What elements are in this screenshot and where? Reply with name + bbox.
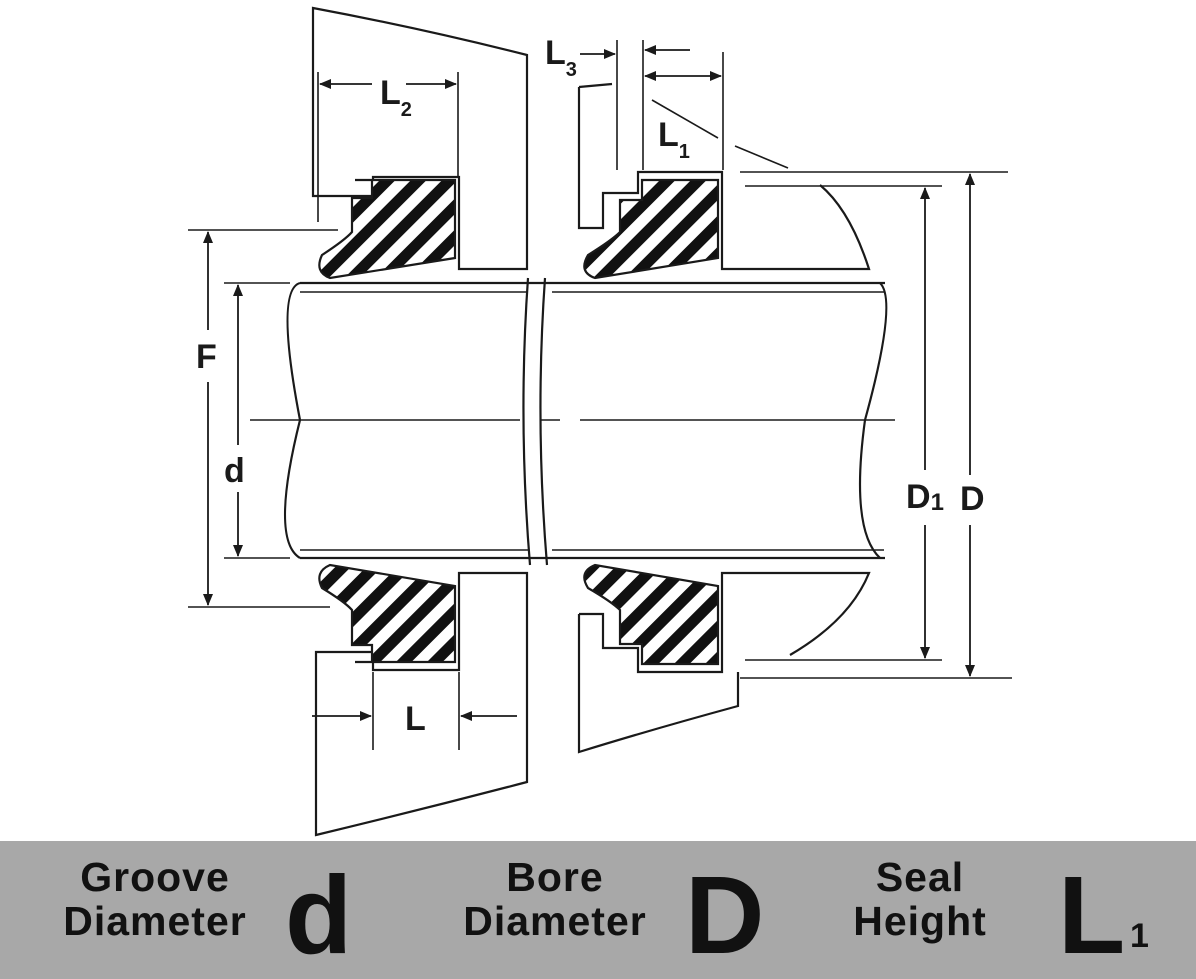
legend-groove-symbol: d: [285, 854, 353, 977]
legend-seal-height: Seal Height L 1: [800, 841, 1196, 979]
legend-groove-text: Groove Diameter: [63, 854, 247, 944]
right-seal-top: [583, 178, 720, 280]
right-housing-top-gland: [577, 82, 871, 271]
left-housing-top: [311, 6, 529, 271]
legend-groove-diameter: Groove Diameter d: [0, 841, 400, 979]
legend-bore-symbol: D: [685, 854, 765, 977]
left-seal-top: [318, 178, 457, 280]
right-housing-bottom-gland: [577, 571, 871, 754]
label-d1: D1: [906, 478, 944, 516]
legend-bore-text: Bore Diameter: [463, 854, 647, 944]
left-seal-bottom: [318, 563, 457, 664]
dimension-legend-bar: Groove Diameter d Bore Diameter D Seal H…: [0, 841, 1196, 979]
label-d-groove: d: [224, 452, 245, 490]
legend-seal-symbol: L: [1058, 854, 1126, 977]
right-seal-bottom: [583, 563, 720, 666]
break-line-right: [539, 277, 549, 566]
break-line-left: [522, 277, 532, 566]
label-l1: L1: [658, 116, 690, 163]
legend-bore-diameter: Bore Diameter D: [400, 841, 800, 979]
seal-cross-section-diagram: L2 L3 L1 F d D1 D L: [188, 6, 1012, 837]
label-d-bore: D: [960, 480, 985, 518]
label-l3: L3: [545, 34, 577, 81]
legend-seal-text: Seal Height: [853, 854, 987, 944]
label-f: F: [196, 338, 217, 376]
label-l2: L2: [380, 74, 412, 121]
label-l: L: [405, 700, 426, 738]
legend-seal-symbol-subscript: 1: [1130, 917, 1149, 955]
